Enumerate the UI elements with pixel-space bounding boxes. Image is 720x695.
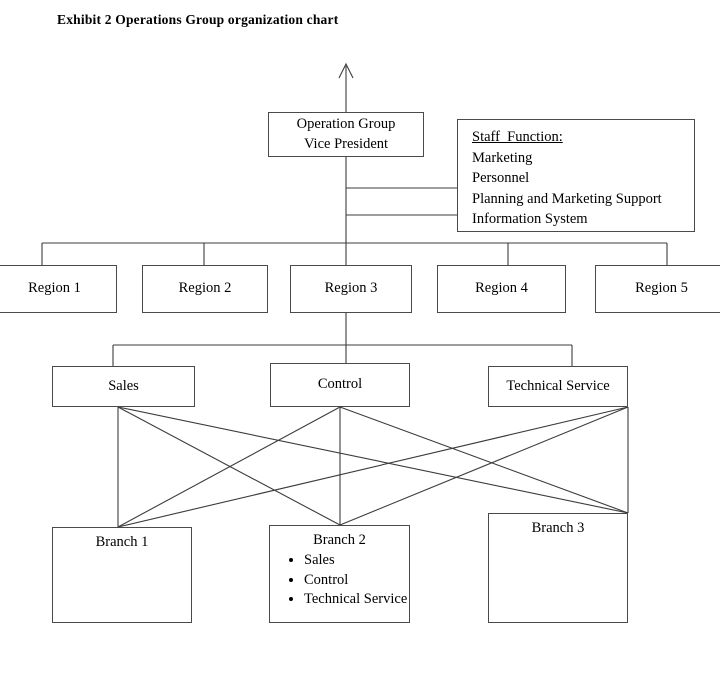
node-region-5[interactable]: Region 5 — [595, 265, 720, 313]
node-staff-function[interactable]: Staff Function: Marketing Personnel Plan… — [457, 119, 695, 232]
node-region-1[interactable]: Region 1 — [0, 265, 117, 313]
branch-2-item-sales: Sales — [304, 551, 409, 571]
staff-function-heading: Staff Function: — [472, 129, 563, 145]
node-region-2[interactable]: Region 2 — [142, 265, 268, 313]
arrow-head-up — [338, 62, 354, 79]
branch-2-item-technical-service: Technical Service — [304, 590, 409, 610]
function-control-label: Control — [317, 376, 363, 393]
function-technical-service-label: Technical Service — [506, 377, 610, 394]
node-vice-president[interactable]: Operation Group Vice President — [268, 112, 424, 157]
staff-function-item-information-system: Information System — [472, 211, 588, 228]
node-branch-3[interactable]: Branch 3 — [488, 513, 628, 623]
staff-function-item-personnel: Personnel — [472, 170, 530, 187]
branch-2-item-control: Control — [304, 571, 409, 591]
node-function-control[interactable]: Control — [270, 363, 410, 407]
link-control-branch1 — [117, 406, 341, 528]
branch-1-label: Branch 1 — [95, 534, 149, 550]
region-2-label: Region 2 — [178, 280, 232, 297]
link-technical-branch1 — [117, 406, 629, 528]
page-title: Exhibit 2 Operations Group organization … — [57, 12, 339, 27]
link-sales-branch3 — [117, 406, 629, 514]
node-region-3[interactable]: Region 3 — [290, 265, 412, 313]
region-5-label: Region 5 — [635, 280, 688, 297]
node-branch-2[interactable]: Branch 2 Sales Control Technical Service — [269, 525, 410, 623]
node-function-sales[interactable]: Sales — [52, 366, 195, 407]
link-sales-branch2 — [117, 406, 341, 526]
link-control-branch3 — [339, 406, 629, 514]
node-branch-1[interactable]: Branch 1 — [52, 527, 192, 623]
branch-3-label: Branch 3 — [531, 520, 585, 536]
node-function-technical-service[interactable]: Technical Service — [488, 366, 628, 407]
node-region-4[interactable]: Region 4 — [437, 265, 566, 313]
staff-function-item-planning-marketing-support: Planning and Marketing Support — [472, 190, 662, 207]
link-technical-branch2 — [339, 406, 629, 526]
region-3-label: Region 3 — [324, 280, 378, 297]
function-sales-label: Sales — [108, 377, 139, 394]
vice-president-line-1: Operation Group — [296, 116, 396, 133]
region-1-label: Region 1 — [28, 280, 81, 297]
vice-president-line-2: Vice President — [303, 135, 389, 152]
branch-2-list: Sales Control Technical Service — [270, 551, 409, 610]
staff-function-item-marketing: Marketing — [472, 149, 533, 166]
branch-2-label: Branch 2 — [313, 532, 366, 548]
region-4-label: Region 4 — [475, 280, 528, 297]
